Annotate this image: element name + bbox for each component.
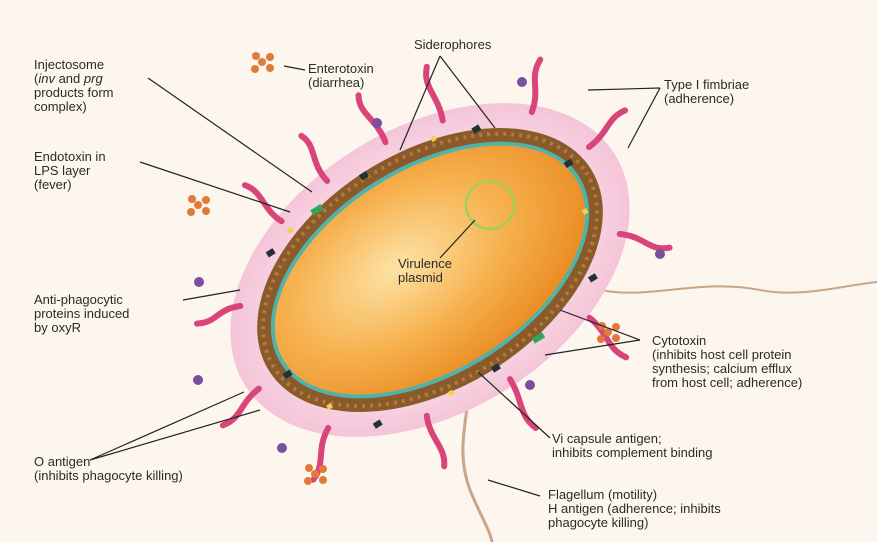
flagellum-right [600,282,877,293]
label-antiphagocytic-line2: proteins induced [34,307,129,321]
label-o-antigen-title: O antigen [34,455,183,469]
label-cytotoxin: Cytotoxin (inhibits host cell protein sy… [652,334,802,390]
label-injectosome-line4: complex) [34,100,113,114]
label-enterotoxin-note: (diarrhea) [308,76,374,90]
label-fimbriae-title: Type I fimbriae [664,78,749,92]
label-flagellum: Flagellum (motility) H antigen (adherenc… [548,488,721,530]
label-cytotoxin-line2: (inhibits host cell protein [652,348,802,362]
label-cytotoxin-line3: synthesis; calcium efflux [652,362,802,376]
label-vi-capsule-title: Vi capsule antigen; [552,432,712,446]
label-h-antigen-title: H antigen (adherence; inhibits [548,502,721,516]
label-vi-capsule-note: inhibits complement binding [552,446,712,460]
label-enterotoxin: Enterotoxin (diarrhea) [308,62,374,90]
label-siderophores: Siderophores [414,38,491,52]
label-enterotoxin-title: Enterotoxin [308,62,374,76]
label-siderophores-title: Siderophores [414,38,491,52]
label-antiphagocytic: Anti-phagocytic proteins induced by oxyR [34,293,129,335]
label-antiphagocytic-line3: by oxyR [34,321,129,335]
label-vi-capsule: Vi capsule antigen; inhibits complement … [552,432,712,460]
label-o-antigen: O antigen (inhibits phagocyte killing) [34,455,183,483]
label-endotoxin-line2: LPS layer [34,164,106,178]
label-injectosome: Injectosome (inv and prg products form c… [34,58,113,114]
label-virulence-plasmid: Virulence plasmid [398,257,452,285]
label-plasmid-line1: Virulence [398,257,452,271]
label-o-antigen-note: (inhibits phagocyte killing) [34,469,183,483]
label-endotoxin-title: Endotoxin in [34,150,106,164]
label-cytotoxin-title: Cytotoxin [652,334,802,348]
label-type1-fimbriae: Type I fimbriae (adherence) [664,78,749,106]
label-endotoxin-line3: (fever) [34,178,106,192]
label-cytotoxin-line4: from host cell; adherence) [652,376,802,390]
label-injectosome-line3: products form [34,86,113,100]
label-antiphagocytic-line1: Anti-phagocytic [34,293,129,307]
label-h-antigen-note: phagocyte killing) [548,516,721,530]
label-fimbriae-note: (adherence) [664,92,749,106]
label-endotoxin: Endotoxin in LPS layer (fever) [34,150,106,192]
label-flagellum-title: Flagellum (motility) [548,488,721,502]
label-injectosome-line2: (inv and prg [34,72,113,86]
label-injectosome-title: Injectosome [34,58,113,72]
label-plasmid-line2: plasmid [398,271,452,285]
